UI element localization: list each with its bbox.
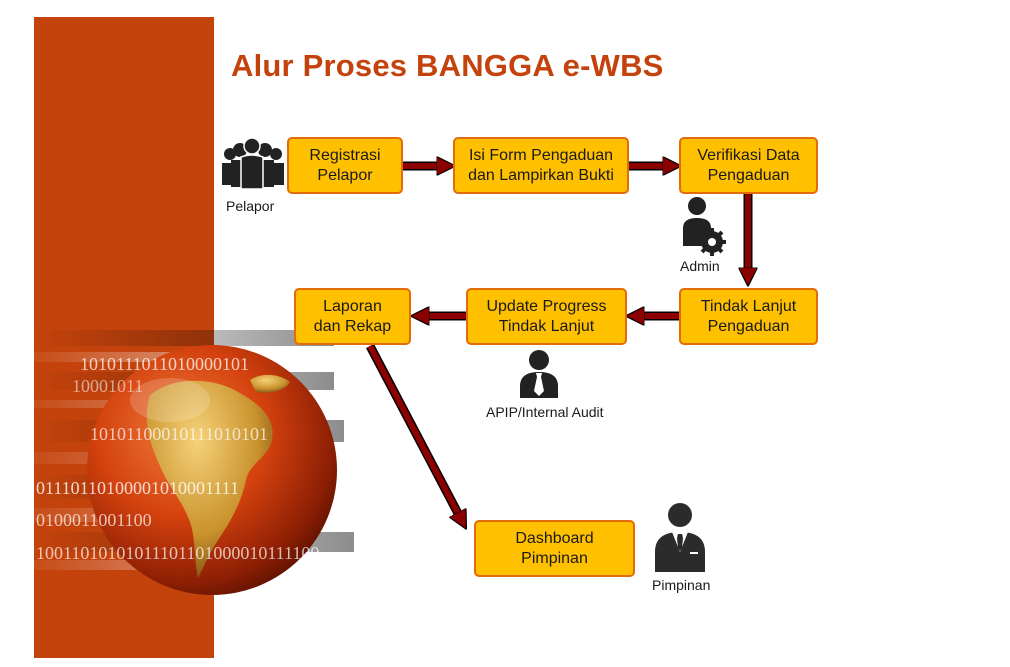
group-people-icon <box>222 137 284 190</box>
actor-label-apip: APIP/Internal Audit <box>486 404 604 420</box>
step-label: Dashboard Pimpinan <box>515 529 594 567</box>
binary-line: 10101100010111010101 <box>90 424 268 444</box>
auditor-person-icon <box>520 350 558 398</box>
binary-line: 1010111011010000101 <box>80 354 249 374</box>
actor-label-pimpinan: Pimpinan <box>652 577 711 593</box>
step-dashboard-pimpinan: Dashboard Pimpinan <box>474 520 635 577</box>
step-laporan-rekap: Laporan dan Rekap <box>294 288 411 345</box>
admin-gear-icon <box>683 197 726 256</box>
continent-shape <box>250 374 290 393</box>
globe-highlight <box>130 378 210 422</box>
streak <box>34 352 264 362</box>
step-update-progress: Update Progress Tindak Lanjut <box>466 288 627 345</box>
step-label: Tindak Lanjut Pengaduan <box>700 297 797 335</box>
step-isi-form-pengaduan: Isi Form Pengaduan dan Lampirkan Bukti <box>453 137 629 194</box>
binary-line: 10011010101011101101000010111100 <box>36 543 319 563</box>
step-verifikasi-data: Verifikasi Data Pengaduan <box>679 137 818 194</box>
streak <box>34 330 334 346</box>
step-label: Verifikasi Data Pengaduan <box>697 146 800 184</box>
binary-line: 01110110100001010001111 <box>36 478 239 498</box>
step-label: Laporan dan Rekap <box>313 297 392 335</box>
step-registrasi-pelapor: Registrasi Pelapor <box>287 137 403 194</box>
binary-line: 10001011 <box>72 376 143 396</box>
continent-shape <box>146 380 273 578</box>
arrow-laporan-to-dashboard <box>367 344 462 521</box>
step-label: Registrasi Pelapor <box>309 146 381 184</box>
step-tindak-lanjut: Tindak Lanjut Pengaduan <box>679 288 818 345</box>
binary-line: 0100011001100 <box>36 510 152 530</box>
leader-person-icon <box>655 503 705 572</box>
actor-label-pelapor: Pelapor <box>226 198 275 214</box>
step-label: Update Progress Tindak Lanjut <box>486 297 607 335</box>
actor-label-admin: Admin <box>680 258 720 274</box>
step-label: Isi Form Pengaduan dan Lampirkan Bukti <box>468 146 614 184</box>
page-title: Alur Proses BANGGA e-WBS <box>231 48 664 83</box>
